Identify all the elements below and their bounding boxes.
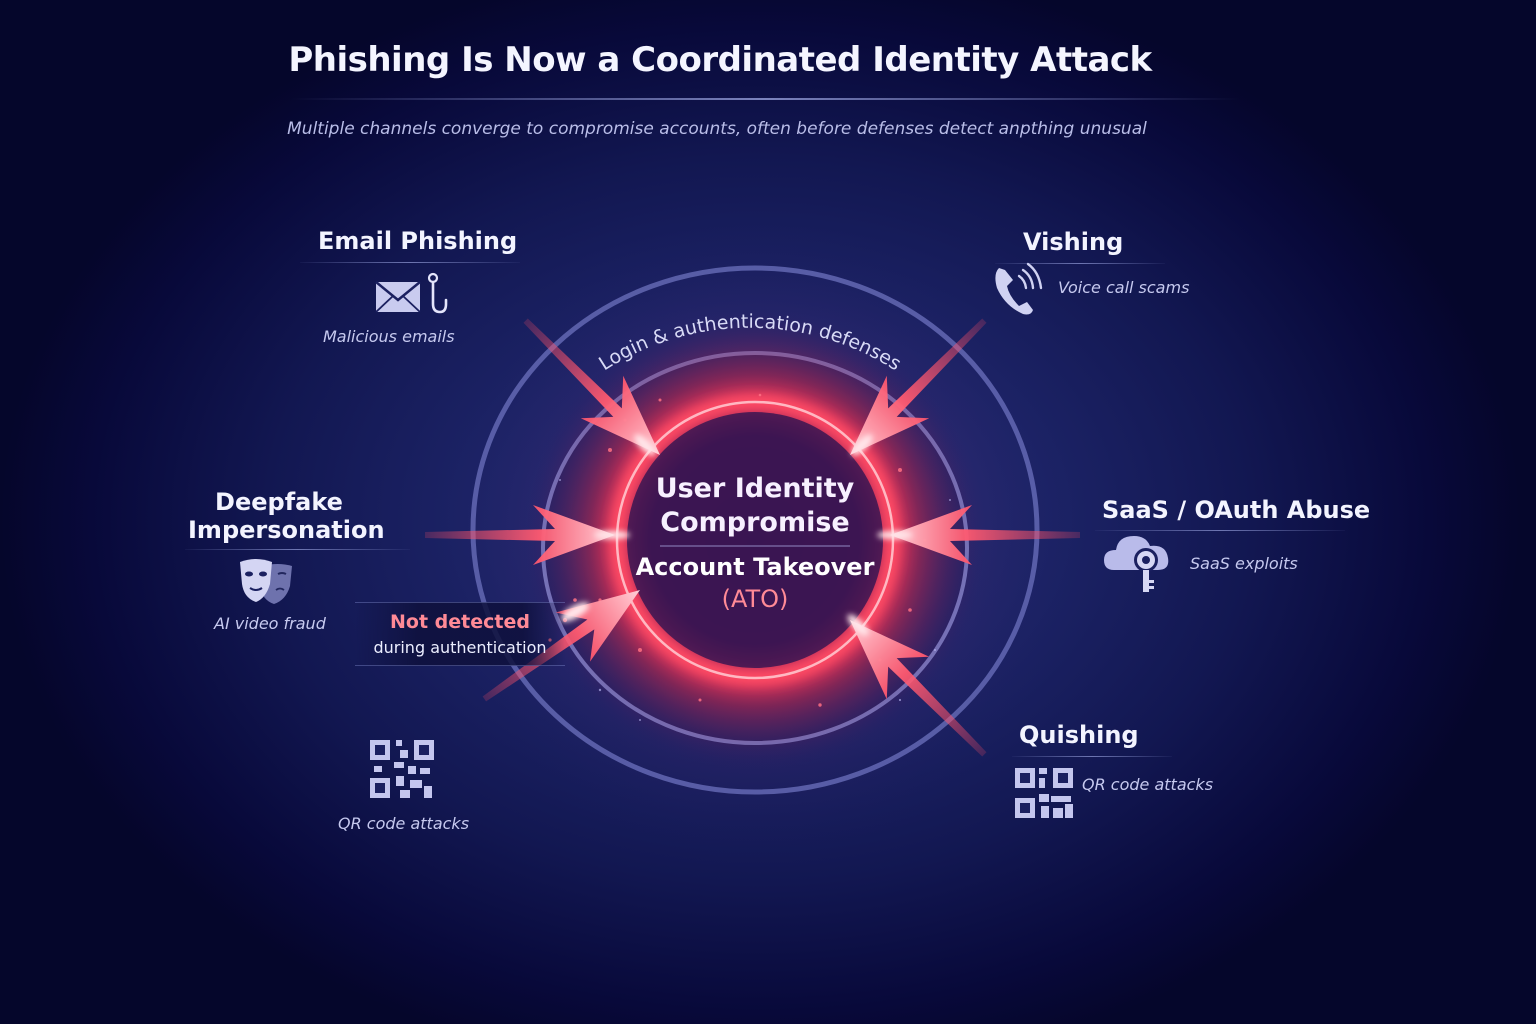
center-line1: User Identity [655, 473, 855, 504]
channel-deepfake-title-line2: Impersonation [188, 516, 385, 544]
center-line4: (ATO) [721, 585, 789, 613]
channel-email-divider [300, 262, 520, 263]
channel-deepfake-desc: AI video fraud [214, 614, 326, 633]
center-line2: Compromise [660, 507, 850, 538]
channel-deepfake-title-line1: Deepfake [215, 488, 343, 516]
cloud-key-icon [1104, 536, 1169, 592]
channel-vishing-title: Vishing [1023, 228, 1124, 256]
channel-vishing-divider [995, 263, 1165, 264]
channel-quishing-desc: QR code attacks [1082, 775, 1214, 794]
channel-email-desc: Malicious emails [323, 327, 455, 346]
masks-icon [240, 559, 292, 604]
channel-saas-title: SaaS / OAuth Abuse [1102, 496, 1371, 524]
phone-icon [995, 262, 1043, 315]
qr-code-icon-right [1015, 768, 1073, 818]
channel-deepfake-divider [185, 549, 410, 550]
channel-quishing-divider [1012, 756, 1172, 757]
channel-saas-desc: SaaS exploits [1190, 554, 1298, 573]
alert-panel: Not detected during authentication [355, 602, 565, 666]
qr-code-icon-left [370, 740, 434, 798]
outer-defense-ring [470, 265, 1040, 795]
envelope-hook-icon [375, 272, 448, 314]
channel-vishing-desc: Voice call scams [1058, 278, 1190, 297]
channel-email-title: Email Phishing [318, 227, 518, 255]
channel-qr-desc: QR code attacks [338, 814, 470, 833]
page-title: Phishing Is Now a Coordinated Identity A… [288, 40, 1152, 80]
center-line3: Account Takeover [635, 553, 875, 581]
channel-saas-divider [1095, 530, 1345, 531]
alert-desc: during authentication [373, 638, 547, 657]
title-divider [290, 98, 1240, 100]
channel-quishing-title: Quishing [1019, 721, 1139, 749]
page-subtitle: Multiple channels converge to compromise… [287, 119, 1147, 139]
alert-title: Not detected [390, 611, 530, 633]
